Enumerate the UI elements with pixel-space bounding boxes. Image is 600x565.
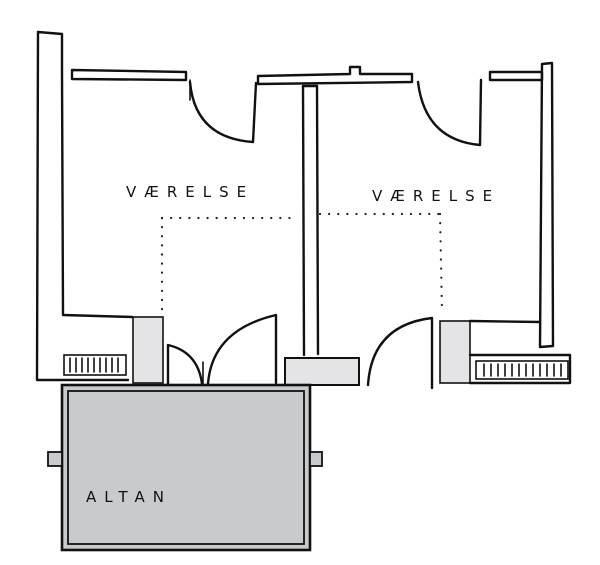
- lower-wall-right: [468, 319, 572, 385]
- room-label-right: VÆRELSE: [372, 187, 500, 205]
- wall-stub-left: [132, 316, 164, 384]
- right-outer-wall: [538, 61, 555, 349]
- top-wall: [70, 65, 544, 86]
- balcony-label: ALTAN: [86, 488, 172, 506]
- partition-wall: [301, 84, 320, 357]
- radiator-right: [475, 360, 569, 380]
- balcony: [47, 383, 323, 552]
- door-swing-top-left: [188, 79, 258, 144]
- door-swing-top-right: [416, 78, 483, 147]
- dotted-line-left-room: [160, 216, 300, 314]
- room-label-left: VÆRELSE: [126, 183, 254, 201]
- wall-stub-middle: [284, 357, 360, 386]
- left-outer-wall: [35, 30, 134, 382]
- balcony-door-right-room: [366, 316, 434, 390]
- radiator-left: [63, 354, 127, 376]
- wall-stub-right: [439, 320, 471, 384]
- balcony-door-left-room: [166, 313, 278, 387]
- dotted-line-right-room: [318, 212, 444, 314]
